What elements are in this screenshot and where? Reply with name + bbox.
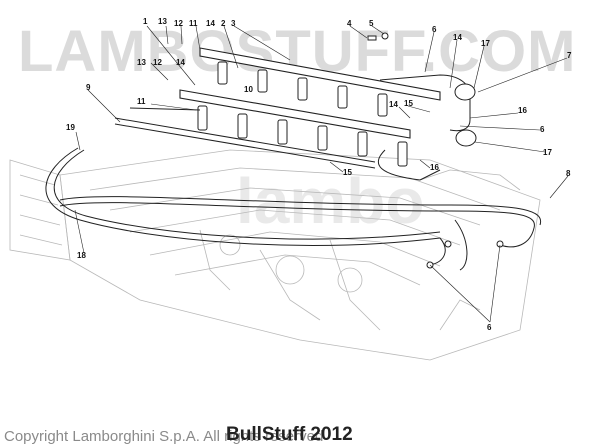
fuel-hoses [45,74,542,271]
callout-15: 15 [343,168,352,177]
copyright-notice: Copyright Lamborghini S.p.A. All rights … [4,428,324,445]
callout-14: 14 [206,19,215,28]
callout-16: 16 [430,163,439,172]
callout-1: 1 [143,17,148,26]
callout-9: 9 [86,83,91,92]
callout-8: 8 [566,169,571,178]
callout-17: 17 [481,39,490,48]
callout-12: 12 [174,19,183,28]
callout-6: 6 [432,25,437,34]
callout-4: 4 [347,19,352,28]
bullstuff-brand: BullStuff 2012 [226,424,353,445]
callout-labels: 1 13 12 11 14 2 3 4 5 6 14 17 7 13 12 14… [66,17,572,332]
callout-6: 6 [540,125,545,134]
callout-7: 7 [567,51,572,60]
callout-6: 6 [487,323,492,332]
upper-fuel-rail [179,47,441,139]
callout-15: 15 [404,99,413,108]
callout-14: 14 [389,100,398,109]
engine-block-sketch [9,149,541,361]
callout-5: 5 [369,19,374,28]
feed-pipes [114,107,376,169]
callout-17: 17 [543,148,552,157]
injectors-upper [217,61,388,117]
injectors-lower [197,105,408,167]
callout-11: 11 [137,97,146,106]
callout-12: 12 [153,58,162,67]
callout-13: 13 [158,17,167,26]
callout-leaders [74,25,569,323]
callout-3: 3 [231,19,236,28]
callout-19: 19 [66,123,75,132]
callout-14: 14 [176,58,185,67]
callout-2: 2 [221,19,226,28]
pressure-regulators [454,83,477,147]
callout-16: 16 [518,106,527,115]
callout-14: 14 [453,33,462,42]
callout-10: 10 [244,85,253,94]
callout-18: 18 [77,251,86,260]
callout-11: 11 [189,19,198,28]
callout-13: 13 [137,58,146,67]
